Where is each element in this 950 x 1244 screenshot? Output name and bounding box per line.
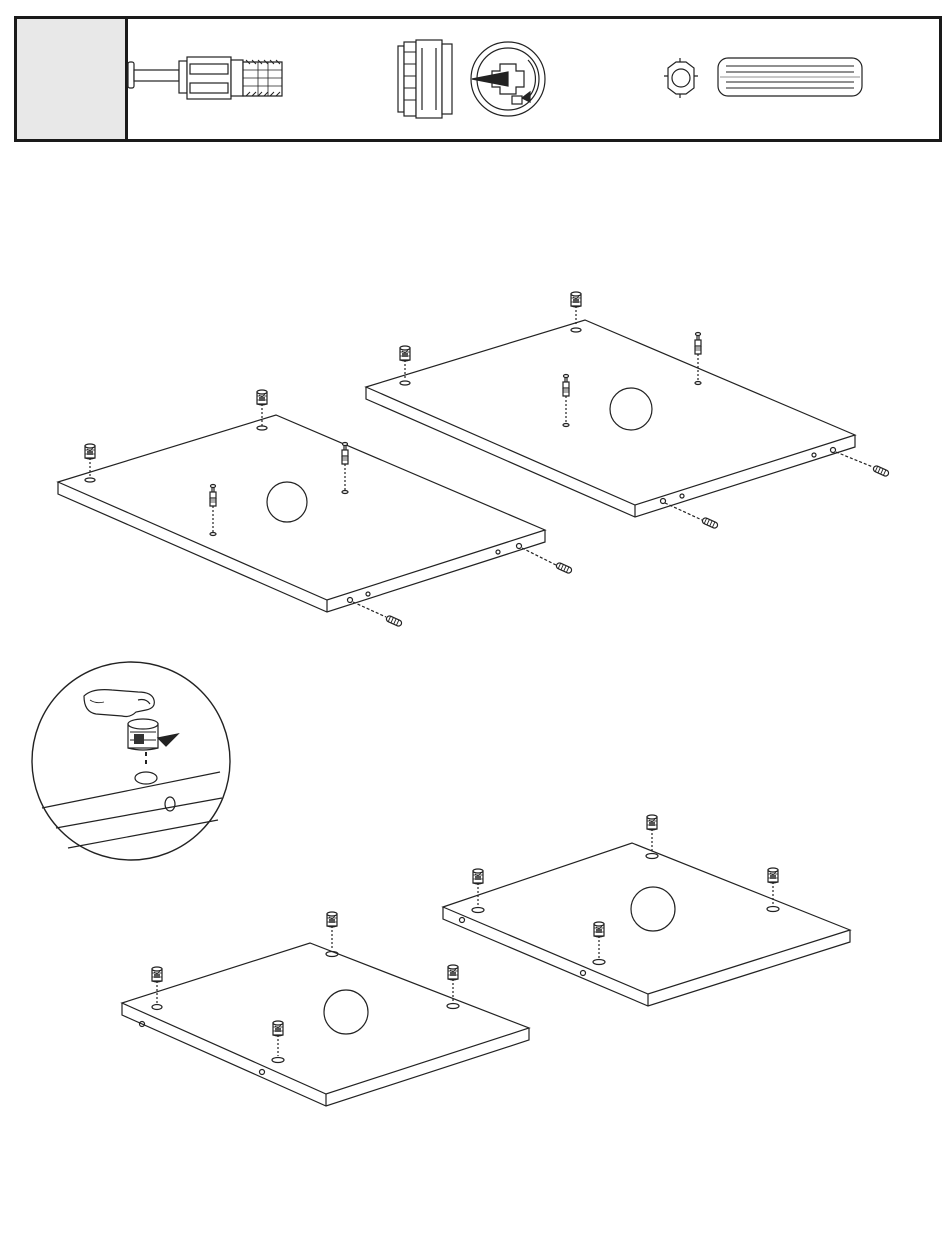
- wood-dowel-icon: [664, 58, 862, 98]
- panel-c: [122, 912, 529, 1106]
- cam-lock-insert-detail-icon: [32, 662, 230, 860]
- panel-d: [443, 815, 850, 1006]
- cam-lock-icon: [398, 40, 545, 118]
- cam-bolt-icon: [128, 57, 282, 99]
